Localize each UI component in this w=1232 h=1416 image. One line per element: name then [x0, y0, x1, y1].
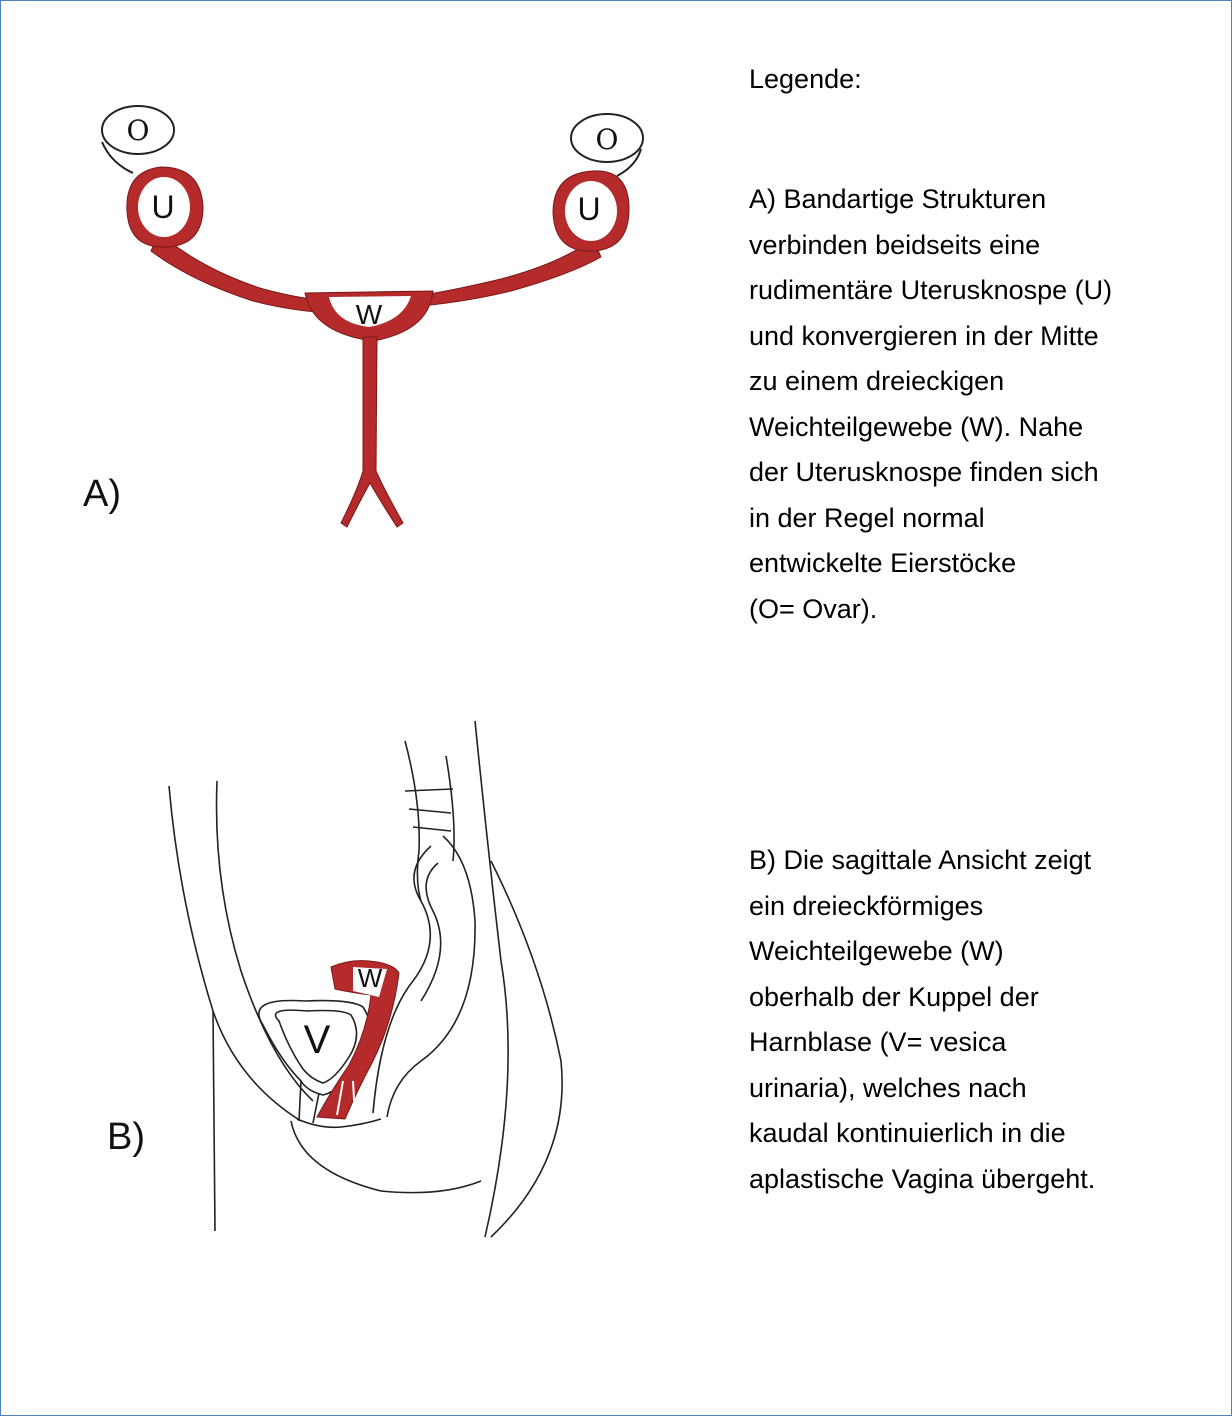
legend-a-line: Weichteilgewebe (W). Nahe: [749, 405, 1189, 451]
legend-a-line: verbinden beidseits eine: [749, 223, 1189, 269]
legend-b-line: aplastische Vagina übergeht.: [749, 1157, 1189, 1203]
legend-b-line: Harnblase (V= vesica: [749, 1020, 1189, 1066]
legend-a-line: rudimentäre Uterusknospe (U): [749, 268, 1189, 314]
legend-paragraph-b: B) Die sagittale Ansicht zeigt ein dreie…: [749, 838, 1189, 1202]
legend-a-line: A) Bandartige Strukturen: [749, 177, 1189, 223]
legend-b-line: Weichteilgewebe (W): [749, 929, 1189, 975]
legend-paragraph-a: A) Bandartige Strukturen verbinden beids…: [749, 177, 1189, 632]
legend-a-line: zu einem dreieckigen: [749, 359, 1189, 405]
legend-b-line: oberhalb der Kuppel der: [749, 975, 1189, 1021]
figure-b-panel-label: B): [107, 1116, 145, 1158]
legend-a-line: (O= Ovar).: [749, 587, 1189, 633]
legend-a-line: in der Regel normal: [749, 496, 1189, 542]
legend-b-line: B) Die sagittale Ansicht zeigt: [749, 838, 1189, 884]
legend-a-line: der Uterusknospe finden sich: [749, 450, 1189, 496]
figure-b-bladder-label: V: [304, 1018, 331, 1062]
legend-title: Legende:: [749, 57, 1189, 103]
legend-a-line: entwickelte Eierstöcke: [749, 541, 1189, 587]
figure-b-tissue-label: W: [358, 963, 383, 993]
legend-b-line: ein dreieckförmiges: [749, 884, 1189, 930]
figure-b: W V B): [1, 1, 721, 1416]
legend-b-line: kaudal kontinuierlich in die: [749, 1111, 1189, 1157]
legend-b-line: urinaria), welches nach: [749, 1066, 1189, 1112]
legend-a-line: und konvergieren in der Mitte: [749, 314, 1189, 360]
